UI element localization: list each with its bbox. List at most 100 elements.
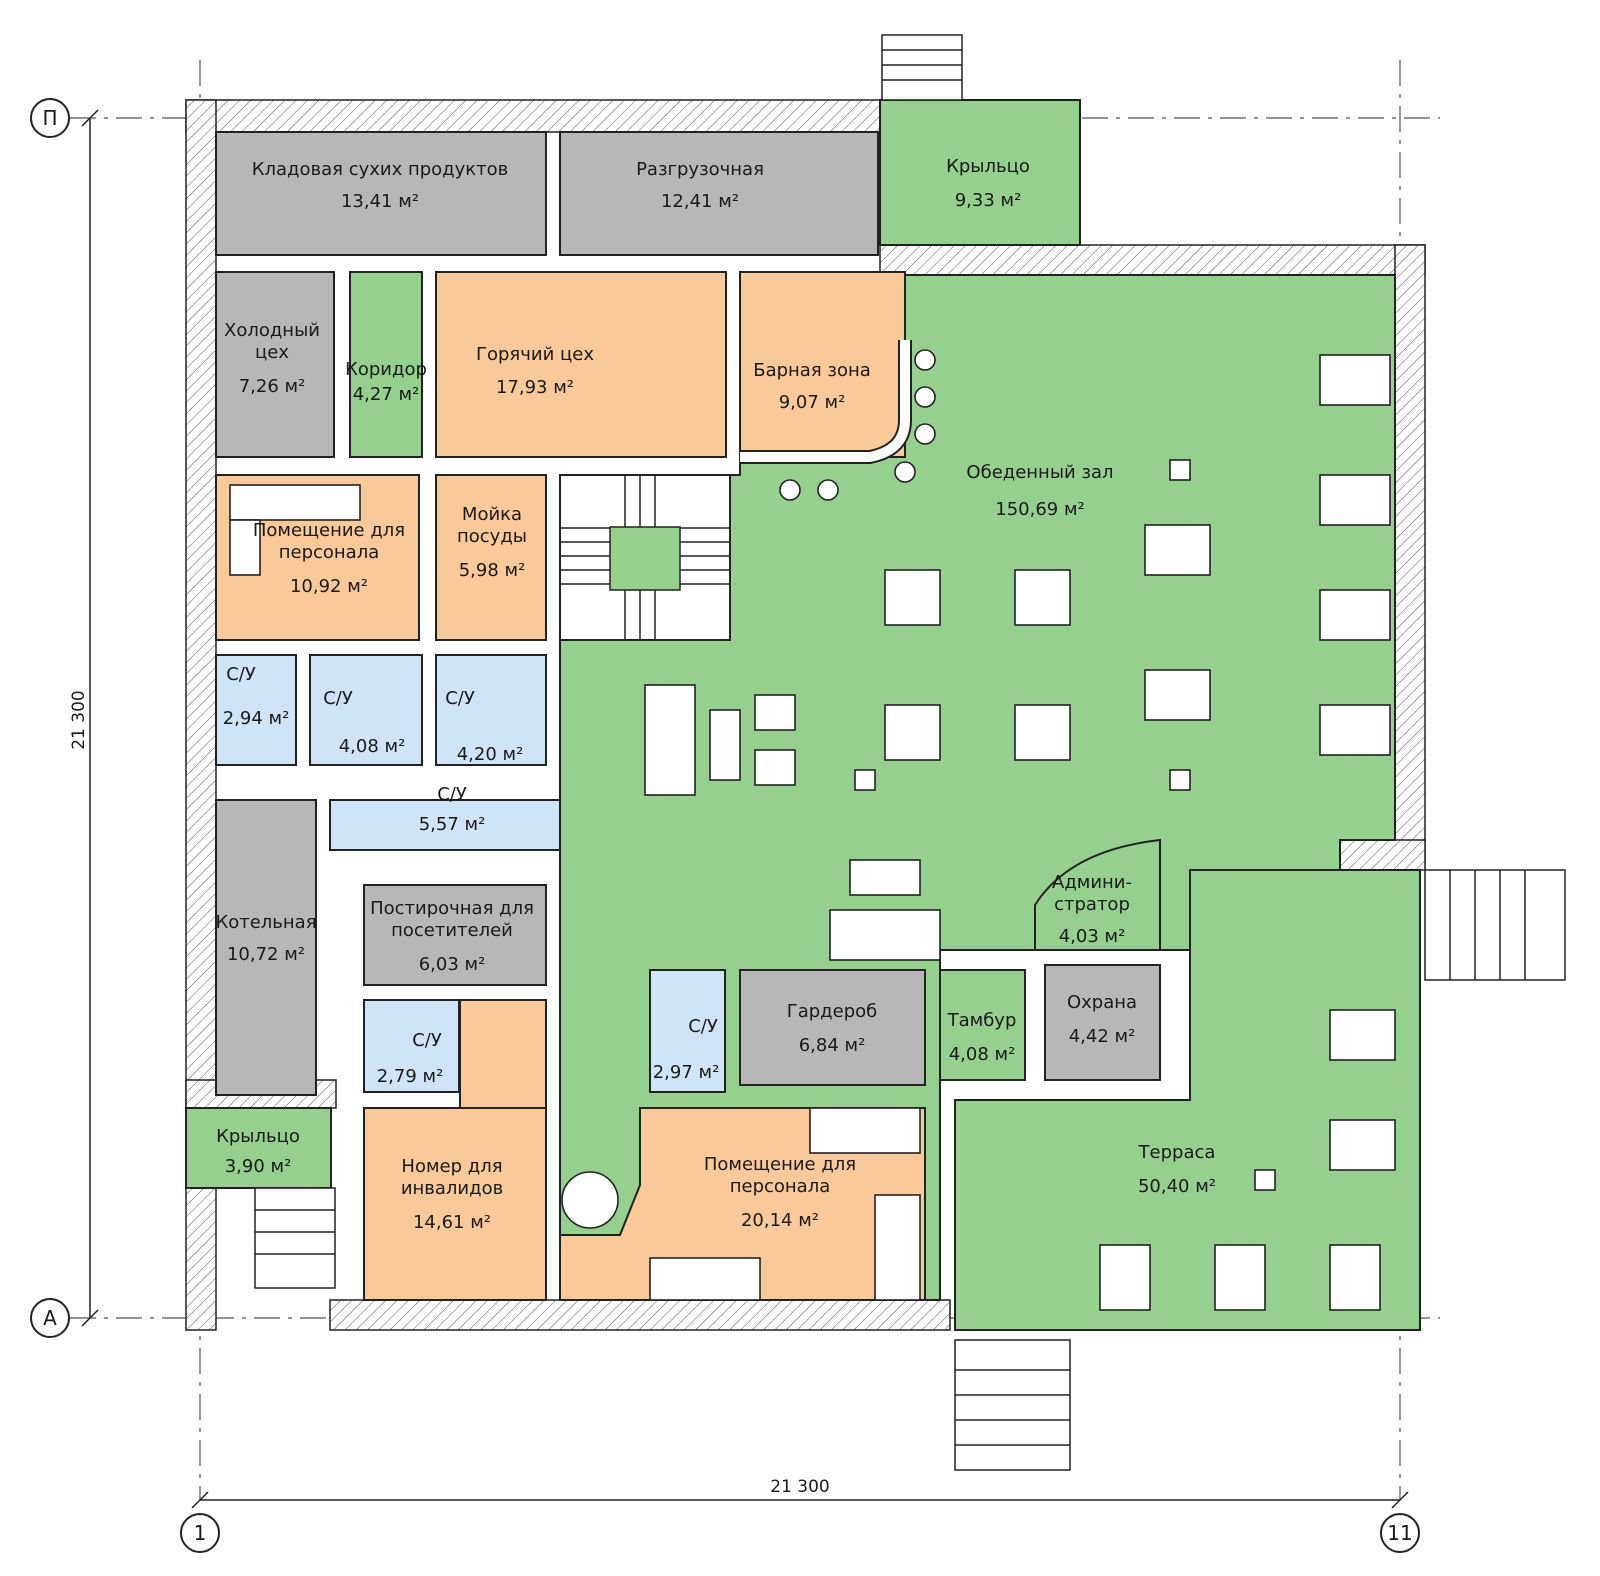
label-dishwashing-area: 5,98 м² [459,560,526,581]
room-porch-top [879,99,1081,246]
room-wc5 [363,999,460,1093]
label-staff-bottom-name1: Помещение для [704,1154,856,1175]
dimension-lines: 21 300 21 300 [69,109,1409,1509]
room-dishwashing [435,474,547,641]
label-terrace-name: Терраса [1138,1142,1216,1163]
terrace-furniture [1099,1009,1396,1311]
room-wc6 [649,969,726,1093]
label-corridor-area: 4,27 м² [353,384,420,405]
label-terrace-area: 50,40 м² [1138,1176,1216,1197]
label-porch-bottom-area: 3,90 м² [225,1156,292,1177]
axis-marker-bottom [30,1298,70,1338]
room-wc4 [329,799,561,851]
dining-furniture [561,354,1391,1229]
room-porch-bottom [185,1107,332,1189]
room-wc2 [309,654,423,766]
label-porch-top-name: Крыльцо [946,156,1030,177]
label-porch-top-area: 9,33 м² [955,190,1022,211]
label-staff-bottom-name2: персонала [730,1176,831,1197]
label-cold-shop-area: 7,26 м² [239,376,306,397]
label-wc3-name: С/У [445,688,475,709]
label-porch-bottom-name: Крыльцо [216,1126,300,1147]
label-wc4-area: 5,57 м² [419,814,486,835]
room-laundry [363,884,547,986]
label-wc5-name: С/У [412,1030,442,1051]
label-laundry-name1: Постирочная для [370,898,534,919]
room-wardrobe [739,969,926,1086]
label-wardrobe-name: Гардероб [787,1001,878,1022]
stairs [560,475,730,640]
label-boiler-area: 10,72 м² [227,944,305,965]
dim-horizontal: 21 300 [770,1477,829,1497]
label-disabled-name1: Номер для [401,1156,502,1177]
room-staff-bottom [559,1107,926,1301]
label-bar-area: 9,07 м² [779,392,846,413]
axis-label-col-left: 1 [194,1521,207,1545]
axis-label-col-right: 11 [1387,1521,1412,1545]
label-unloading-area: 12,41 м² [661,191,739,212]
label-wardrobe-area: 6,84 м² [799,1035,866,1056]
label-wc3-area: 4,20 м² [457,744,524,765]
room-corridor [349,271,423,458]
label-wc2-name: С/У [323,688,353,709]
label-vestibule-name: Тамбур [947,1010,1017,1031]
label-laundry-area: 6,03 м² [419,954,486,975]
label-wc4-name: С/У [437,784,467,805]
axis-label-top: П [42,106,57,130]
label-staff-top-name1: Помещение для [253,520,405,541]
bar-counter [740,340,936,501]
label-staff-top-area: 10,92 м² [290,576,368,597]
label-admin-area: 4,03 м² [1059,926,1126,947]
rooms [185,99,1421,1331]
room-boiler [215,799,317,1096]
dim-vertical: 21 300 [69,690,89,749]
label-admin-name2: стратор [1054,894,1130,915]
axis-marker-col-right [1380,1513,1420,1553]
label-cold-shop-name1: Холодный [224,320,320,341]
label-hot-shop-name: Горячий цех [476,344,594,365]
outdoor-stairs [254,34,1566,1471]
axis-marker-top [30,98,70,138]
label-security-area: 4,42 м² [1069,1026,1136,1047]
room-bar [739,271,906,458]
label-dry-storage-area: 13,41 м² [341,191,419,212]
label-admin-name1: Админи- [1052,872,1132,893]
label-unloading-name: Разгрузочная [636,159,764,180]
room-wc3 [435,654,547,766]
label-dishwashing-name2: посуды [457,526,527,547]
label-laundry-name2: посетителей [391,920,513,941]
label-cold-shop-name2: цех [255,342,289,363]
outer-walls [185,99,1426,1331]
label-wc1-area: 2,94 м² [223,708,290,729]
label-vestibule-area: 4,08 м² [949,1044,1016,1065]
axis-label-bottom: А [43,1306,57,1330]
label-dining-area: 150,69 м² [995,499,1085,520]
room-terrace [954,869,1421,1331]
room-vestibule [939,969,1026,1081]
axis-marker-col-left [180,1513,220,1553]
room-cold-shop [215,271,335,458]
room-hot-shop [435,271,727,458]
label-boiler-name: Котельная [215,912,316,933]
room-disabled [363,1107,547,1301]
label-dishwashing-name1: Мойка [462,504,522,525]
label-disabled-name2: инвалидов [401,1178,503,1199]
label-dining-name: Обеденный зал [966,462,1113,483]
room-dry-storage [215,131,547,256]
room-unloading [559,131,879,256]
label-bar-name: Барная зона [753,360,871,381]
room-admin [1034,838,1161,951]
axis-markers: П А 1 11 [30,98,1420,1553]
label-dry-storage-name: Кладовая сухих продуктов [252,159,509,180]
label-corridor-name: Коридор [345,359,427,380]
room-labels: Кладовая сухих продуктов 13,41 м² Разгру… [215,156,1216,1233]
label-security-name: Охрана [1067,992,1137,1013]
label-disabled-area: 14,61 м² [413,1212,491,1233]
label-hot-shop-area: 17,93 м² [496,377,574,398]
label-staff-top-name2: персонала [279,542,380,563]
room-wc1 [215,654,297,766]
beds [229,484,921,1301]
label-wc6-area: 2,97 м² [653,1062,720,1083]
label-wc6-name: С/У [688,1016,718,1037]
